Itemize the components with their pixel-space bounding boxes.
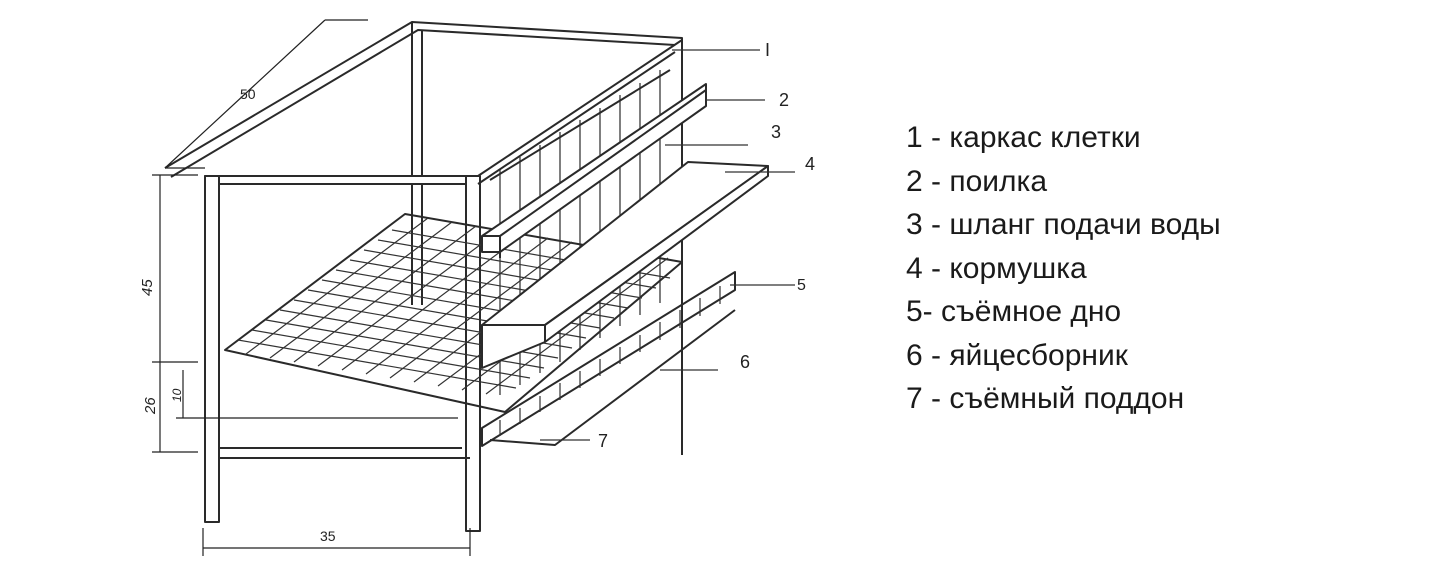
legend: 1 - каркас клетки 2 - поилка 3 - шланг п… (906, 116, 1221, 421)
dim-lower-height-label: 26 (142, 397, 159, 415)
cage-diagram: I 2 3 4 5 6 7 50 45 26 10 35 (139, 19, 815, 556)
callout-2: 2 (779, 90, 789, 110)
callout-leaders (540, 49, 795, 441)
callout-3: 3 (771, 122, 781, 142)
legend-item-water-hose: 3 - шланг подачи воды (906, 208, 1221, 241)
legend-item-egg-collector: 6 - яйцесборник (906, 338, 1128, 372)
waterer (481, 83, 707, 258)
legend-item-waterer: 2 - поилка (906, 164, 1048, 198)
legend-item-removable-floor: 5- съёмное дно (906, 295, 1122, 328)
callout-1: I (765, 40, 770, 60)
dim-height-label: 45 (139, 279, 156, 296)
dimension-lines (152, 19, 471, 556)
cage-frame (164, 21, 683, 532)
legend-item-frame: 1 - каркас клетки (906, 121, 1141, 154)
egg-collector (481, 271, 736, 447)
feeder (481, 161, 769, 369)
dim-width-label: 35 (320, 528, 336, 544)
callout-7: 7 (598, 431, 608, 451)
callout-5: 5 (797, 277, 806, 294)
dim-depth-label: 50 (240, 86, 256, 102)
callout-4: 4 (805, 154, 815, 174)
legend-item-feeder: 4 - кормушка (906, 251, 1087, 285)
legend-item-removable-tray: 7 - съёмный поддон (906, 382, 1185, 415)
callout-6: 6 (740, 352, 750, 372)
dim-tray-height-label: 10 (170, 388, 184, 402)
